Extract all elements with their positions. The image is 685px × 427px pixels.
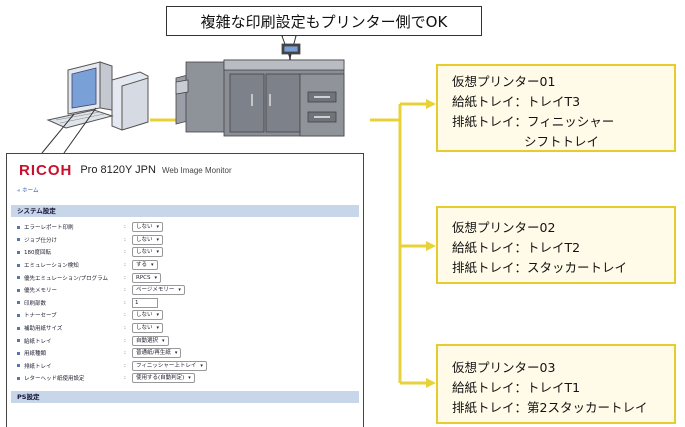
setting-label: 給紙トレイ xyxy=(24,338,52,345)
paper-output-tray: 排紙トレイ：フィニッシャー xyxy=(452,114,615,129)
setting-select[interactable]: しない xyxy=(132,222,164,233)
settings-row: 用紙種類: 普通紙/再生紙 xyxy=(11,347,359,360)
setting-select[interactable]: 使用する(自動判定) xyxy=(132,373,195,384)
label-colon: : xyxy=(124,262,126,269)
settings-row: 補助用紙サイズ: しない xyxy=(11,322,359,335)
model-name: Pro 8120Y JPN xyxy=(80,164,156,176)
row-bullet xyxy=(17,276,20,280)
virtual-printer-name: 仮想プリンター02 xyxy=(452,220,556,235)
setting-select[interactable]: しない xyxy=(132,310,164,321)
setting-label: レターヘッド紙使用設定 xyxy=(24,376,85,383)
settings-row: 排紙トレイ: フィニッシャー上トレイ xyxy=(11,360,359,373)
setting-select[interactable]: する xyxy=(132,260,158,271)
setting-select[interactable]: フィニッシャー上トレイ xyxy=(132,360,207,371)
virtual-printer-name: 仮想プリンター03 xyxy=(452,360,556,375)
setting-input[interactable]: 1 xyxy=(132,297,158,308)
paper-output-tray-cont: シフトトレイ xyxy=(524,134,600,149)
setting-label: 優先メモリー xyxy=(24,288,58,295)
web-image-monitor-screenshot: RICOH Pro 8120Y JPN Web Image Monitor « … xyxy=(6,153,364,427)
setting-select[interactable]: RPCS xyxy=(132,272,161,283)
setting-label: トナーセーブ xyxy=(24,313,57,320)
label-colon: : xyxy=(124,312,126,319)
row-bullet xyxy=(17,238,20,242)
label-colon: : xyxy=(124,337,126,344)
section-ps-settings: PS設定 xyxy=(11,390,359,403)
setting-label: エラーレポート印刷 xyxy=(24,225,74,232)
setting-select[interactable]: しない xyxy=(132,247,164,258)
paper-input-tray: 給紙トレイ：トレイT3 xyxy=(452,94,581,109)
row-bullet xyxy=(17,301,20,305)
computer-icon xyxy=(46,61,149,131)
row-bullet xyxy=(17,250,20,254)
row-bullet xyxy=(17,263,20,267)
row-bullet xyxy=(17,364,20,368)
settings-rows: エラーレポート印刷:しないジョブ仕分け:しない180度回転:しないエミュレーショ… xyxy=(7,221,363,385)
screen-callout-lines xyxy=(41,107,97,154)
label-colon: : xyxy=(124,325,126,332)
paper-output-tray: 排紙トレイ：スタッカートレイ xyxy=(452,260,628,275)
settings-row: 優先エミュレーション/プログラム: RPCS xyxy=(11,271,359,284)
row-bullet xyxy=(17,288,20,292)
row-bullet xyxy=(17,225,20,229)
label-colon: : xyxy=(124,236,126,243)
label-colon: : xyxy=(124,274,126,281)
ricoh-logo: RICOH xyxy=(19,161,73,179)
label-colon: : xyxy=(124,299,126,306)
setting-select[interactable]: ページメモリー xyxy=(132,285,185,296)
settings-row: ジョブ仕分け: しない xyxy=(11,234,359,247)
label-colon: : xyxy=(124,249,126,256)
connector-lines xyxy=(150,102,428,385)
setting-select[interactable]: しない xyxy=(132,323,164,334)
setting-label: ジョブ仕分け xyxy=(24,237,58,244)
virtual-printer-box-01: 仮想プリンター01 給紙トレイ：トレイT3 排紙トレイ：フィニッシャー シフトト… xyxy=(436,64,676,152)
connector-arrowheads xyxy=(426,99,436,388)
settings-row: 印刷部数:1 xyxy=(11,297,359,310)
setting-label: 180度回転 xyxy=(24,250,51,257)
app-name: Web Image Monitor xyxy=(161,165,232,175)
settings-row: 給紙トレイ: 自動選択 xyxy=(11,334,359,347)
settings-row: エミュレーション検知: する xyxy=(11,259,359,272)
row-bullet xyxy=(17,339,20,343)
setting-select[interactable]: 普通紙/再生紙 xyxy=(132,348,182,359)
section-system-settings: システム設定 xyxy=(11,205,359,217)
setting-label: 補助用紙サイズ xyxy=(24,326,63,333)
printer-icon xyxy=(175,43,345,137)
label-colon: : xyxy=(124,287,126,294)
row-bullet xyxy=(17,376,20,380)
label-colon: : xyxy=(124,375,126,382)
setting-label: エミュレーション検知 xyxy=(24,263,79,270)
setting-select[interactable]: 自動選択 xyxy=(132,335,169,346)
virtual-printer-box-03: 仮想プリンター03 給紙トレイ：トレイT1 排紙トレイ：第2スタッカートレイ xyxy=(436,344,676,424)
row-bullet xyxy=(17,351,20,355)
setting-label: 印刷部数 xyxy=(24,300,47,307)
monitor-header: RICOH Pro 8120Y JPN Web Image Monitor xyxy=(7,154,363,186)
row-bullet xyxy=(17,326,20,330)
setting-label: 優先エミュレーション/プログラム xyxy=(24,275,108,282)
label-colon: : xyxy=(124,224,126,231)
settings-row: レターヘッド紙使用設定: 使用する(自動判定) xyxy=(11,372,359,385)
label-colon: : xyxy=(124,350,126,357)
settings-row: エラーレポート印刷: しない xyxy=(11,221,359,234)
feature-callout: 複雑な印刷設定もプリンター側でOK xyxy=(166,6,482,36)
settings-row: 180度回転: しない xyxy=(11,246,359,259)
paper-output-tray: 排紙トレイ：第2スタッカートレイ xyxy=(452,400,648,415)
setting-label: 排紙トレイ xyxy=(24,363,52,370)
row-bullet xyxy=(17,313,20,317)
label-colon: : xyxy=(124,362,126,369)
virtual-printer-name: 仮想プリンター01 xyxy=(452,74,556,89)
home-link[interactable]: « ホーム xyxy=(17,188,39,194)
setting-select[interactable]: しない xyxy=(132,234,164,245)
setting-label: 用紙種類 xyxy=(24,351,47,358)
paper-input-tray: 給紙トレイ：トレイT2 xyxy=(452,240,581,255)
virtual-printer-box-02: 仮想プリンター02 給紙トレイ：トレイT2 排紙トレイ：スタッカートレイ xyxy=(436,206,676,284)
paper-input-tray: 給紙トレイ：トレイT1 xyxy=(452,380,581,395)
settings-row: トナーセーブ: しない xyxy=(11,309,359,322)
settings-row: 優先メモリー: ページメモリー xyxy=(11,284,359,297)
